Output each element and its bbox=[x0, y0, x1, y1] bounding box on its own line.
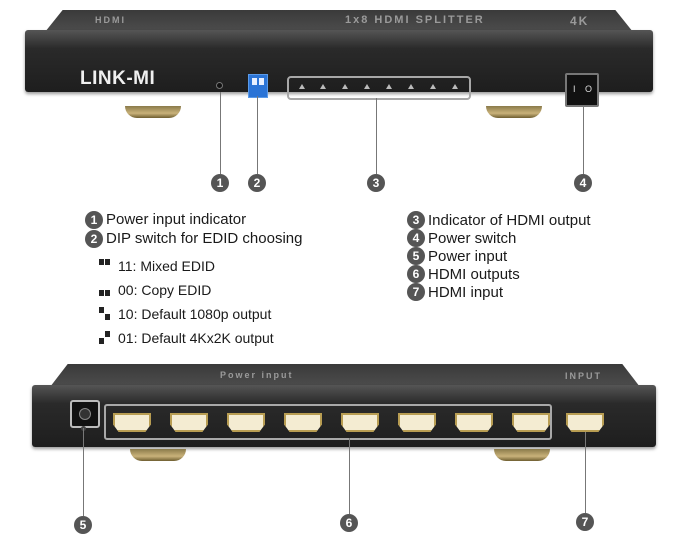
legend-num-2: 2 bbox=[85, 229, 103, 248]
legend-text-1: Power input indicator bbox=[106, 211, 247, 228]
callout-2-line bbox=[257, 96, 258, 174]
callout-1: 1 bbox=[211, 174, 229, 192]
lid-hdmi-mark: HDMI bbox=[95, 15, 126, 25]
hdmi-output-port-4[interactable] bbox=[284, 413, 322, 432]
callout-3-line bbox=[376, 98, 377, 174]
legend-text-2: DIP switch for EDID choosing bbox=[106, 230, 303, 247]
hdmi-output-port-2[interactable] bbox=[170, 413, 208, 432]
legend-item-1: 1 Power input indicator bbox=[85, 210, 302, 229]
hdmi-output-port-3[interactable] bbox=[227, 413, 265, 432]
callout-6-line bbox=[349, 438, 350, 514]
legend-item-5: 5 Power input bbox=[407, 247, 591, 265]
legend-item-7: 7 HDMI input bbox=[407, 283, 591, 301]
rear-lid-input-label: INPUT bbox=[565, 371, 602, 381]
dip-switch[interactable] bbox=[248, 74, 268, 98]
output-led-6 bbox=[408, 84, 414, 89]
callout-5-line bbox=[83, 428, 84, 516]
dip-option-text: 10: Default 1080p output bbox=[118, 306, 272, 322]
legend-text-5: Power input bbox=[428, 247, 508, 265]
lid-model-text: 1x8 HDMI SPLITTER bbox=[345, 14, 485, 26]
callout-4-line bbox=[583, 105, 584, 174]
power-switch[interactable]: I O bbox=[565, 73, 599, 107]
legend-item-4: 4 Power switch bbox=[407, 229, 591, 247]
legend-text-3: Indicator of HDMI output bbox=[428, 211, 591, 229]
output-led-5 bbox=[386, 84, 392, 89]
legend-num-4: 4 bbox=[407, 229, 425, 247]
callout-1-line bbox=[220, 92, 221, 174]
hdmi-outputs-frame bbox=[104, 404, 552, 440]
dip-option-text: 01: Default 4Kx2K output bbox=[118, 330, 274, 346]
hdmi-input-port[interactable] bbox=[566, 413, 604, 432]
callout-2: 2 bbox=[248, 174, 266, 192]
hdmi-output-indicator-frame bbox=[287, 76, 471, 100]
dip-key-2[interactable] bbox=[259, 78, 264, 85]
dip-setting-icon bbox=[99, 307, 113, 321]
rear-lid-text: Power input bbox=[220, 370, 294, 380]
dip-option-00: 00: Copy EDID bbox=[99, 278, 274, 302]
dip-setting-icon bbox=[99, 331, 113, 345]
legend-text-7: HDMI input bbox=[428, 283, 504, 301]
front-left-foot bbox=[125, 106, 181, 118]
dip-options-list: 11: Mixed EDID 00: Copy EDID 10: Default… bbox=[99, 254, 274, 350]
callout-6: 6 bbox=[340, 514, 358, 532]
callout-7-line bbox=[585, 432, 586, 513]
legend-item-6: 6 HDMI outputs bbox=[407, 265, 591, 283]
front-device-lid bbox=[45, 10, 633, 32]
output-led-3 bbox=[342, 84, 348, 89]
switch-off-mark: O bbox=[585, 84, 593, 94]
legend-item-3: 3 Indicator of HDMI output bbox=[407, 211, 591, 229]
output-led-4 bbox=[364, 84, 370, 89]
hdmi-output-port-6[interactable] bbox=[398, 413, 436, 432]
legend-text-6: HDMI outputs bbox=[428, 265, 520, 283]
hdmi-output-port-8[interactable] bbox=[512, 413, 550, 432]
rear-device-lid bbox=[50, 364, 640, 387]
dip-option-10: 10: Default 1080p output bbox=[99, 302, 274, 326]
legend-right: 3 Indicator of HDMI output 4 Power switc… bbox=[407, 211, 591, 301]
dip-setting-icon bbox=[99, 259, 113, 273]
callout-4: 4 bbox=[574, 174, 592, 192]
output-led-8 bbox=[452, 84, 458, 89]
legend-item-2: 2 DIP switch for EDID choosing bbox=[85, 229, 302, 248]
hdmi-output-port-5[interactable] bbox=[341, 413, 379, 432]
switch-on-mark: I bbox=[573, 84, 576, 94]
front-right-foot bbox=[486, 106, 542, 118]
legend-num-1: 1 bbox=[85, 210, 103, 229]
output-led-1 bbox=[299, 84, 305, 89]
dip-key-1[interactable] bbox=[252, 78, 257, 85]
dip-option-text: 00: Copy EDID bbox=[118, 282, 212, 298]
callout-7: 7 bbox=[576, 513, 594, 531]
legend-num-7: 7 bbox=[407, 283, 425, 301]
power-input-jack[interactable] bbox=[70, 400, 100, 428]
legend-num-3: 3 bbox=[407, 211, 425, 229]
dip-option-text: 11: Mixed EDID bbox=[118, 258, 215, 274]
front-device-body bbox=[25, 30, 653, 92]
lid-4k-badge: 4K bbox=[570, 14, 590, 28]
callout-3: 3 bbox=[367, 174, 385, 192]
legend-num-5: 5 bbox=[407, 247, 425, 265]
output-led-7 bbox=[430, 84, 436, 89]
legend-left: 1 Power input indicator 2 DIP switch for… bbox=[85, 210, 302, 248]
hdmi-output-port-1[interactable] bbox=[113, 413, 151, 432]
legend-num-6: 6 bbox=[407, 265, 425, 283]
rear-right-foot bbox=[494, 449, 550, 461]
brand-logo: LINK-MI bbox=[80, 68, 156, 89]
legend-text-4: Power switch bbox=[428, 229, 517, 247]
output-led-2 bbox=[320, 84, 326, 89]
dip-option-11: 11: Mixed EDID bbox=[99, 254, 274, 278]
rear-left-foot bbox=[130, 449, 186, 461]
power-indicator-led bbox=[216, 82, 223, 89]
dip-option-01: 01: Default 4Kx2K output bbox=[99, 326, 274, 350]
callout-5: 5 bbox=[74, 516, 92, 534]
hdmi-output-port-7[interactable] bbox=[455, 413, 493, 432]
dip-setting-icon bbox=[99, 283, 113, 297]
